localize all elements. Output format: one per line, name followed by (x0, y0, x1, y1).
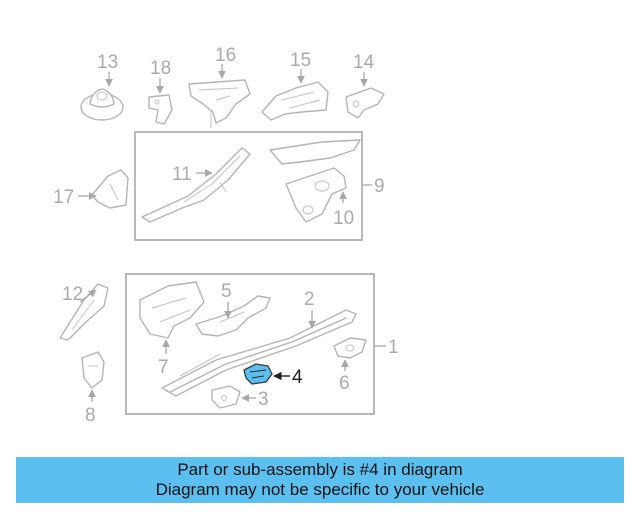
part-14[interactable]: 14 (345, 52, 385, 119)
info-banner: Part or sub-assembly is #4 in diagram Di… (16, 457, 624, 503)
banner-line-1: Part or sub-assembly is #4 in diagram (177, 460, 463, 479)
part-13[interactable]: 13 (80, 52, 124, 121)
callout-12: 12 (62, 284, 83, 305)
callout-9: 9 (374, 176, 385, 197)
assembly-9-frame (134, 131, 363, 241)
callout-16: 16 (215, 45, 236, 66)
part-7[interactable]: 7 (139, 281, 205, 378)
callout-1: 1 (388, 337, 399, 358)
callout-8: 8 (85, 405, 96, 426)
callout-2: 2 (304, 289, 315, 310)
callout-17: 17 (53, 187, 74, 208)
callout-7: 7 (158, 357, 169, 378)
callout-6: 6 (339, 373, 350, 394)
part-5[interactable]: 5 (195, 281, 271, 337)
callout-10: 10 (333, 208, 354, 229)
part-17[interactable]: 17 (53, 169, 129, 209)
part-6[interactable]: 6 (333, 337, 367, 394)
part-15[interactable]: 15 (261, 50, 329, 121)
part-18[interactable]: 18 (148, 58, 173, 125)
callout-11: 11 (172, 164, 192, 185)
banner-line-2: Diagram may not be specific to your vehi… (155, 480, 485, 499)
part-3[interactable]: 3 (211, 385, 269, 410)
callout-13: 13 (97, 52, 118, 73)
callout-15: 15 (290, 50, 311, 71)
part-8[interactable]: 8 (81, 351, 105, 426)
part-16[interactable]: 16 (188, 45, 251, 128)
part-10[interactable]: 10 (269, 139, 361, 229)
callout-14: 14 (353, 52, 375, 73)
part-2[interactable]: 2 (161, 289, 357, 397)
part-12[interactable]: 12 (59, 283, 109, 341)
assembly-1-frame (125, 273, 375, 415)
callout-3: 3 (258, 389, 269, 410)
part-4-highlighted[interactable]: 4 (243, 363, 303, 388)
callout-18: 18 (150, 58, 171, 79)
part-11[interactable]: 11 (141, 147, 251, 223)
callout-4: 4 (292, 367, 303, 388)
callout-5: 5 (221, 281, 232, 302)
